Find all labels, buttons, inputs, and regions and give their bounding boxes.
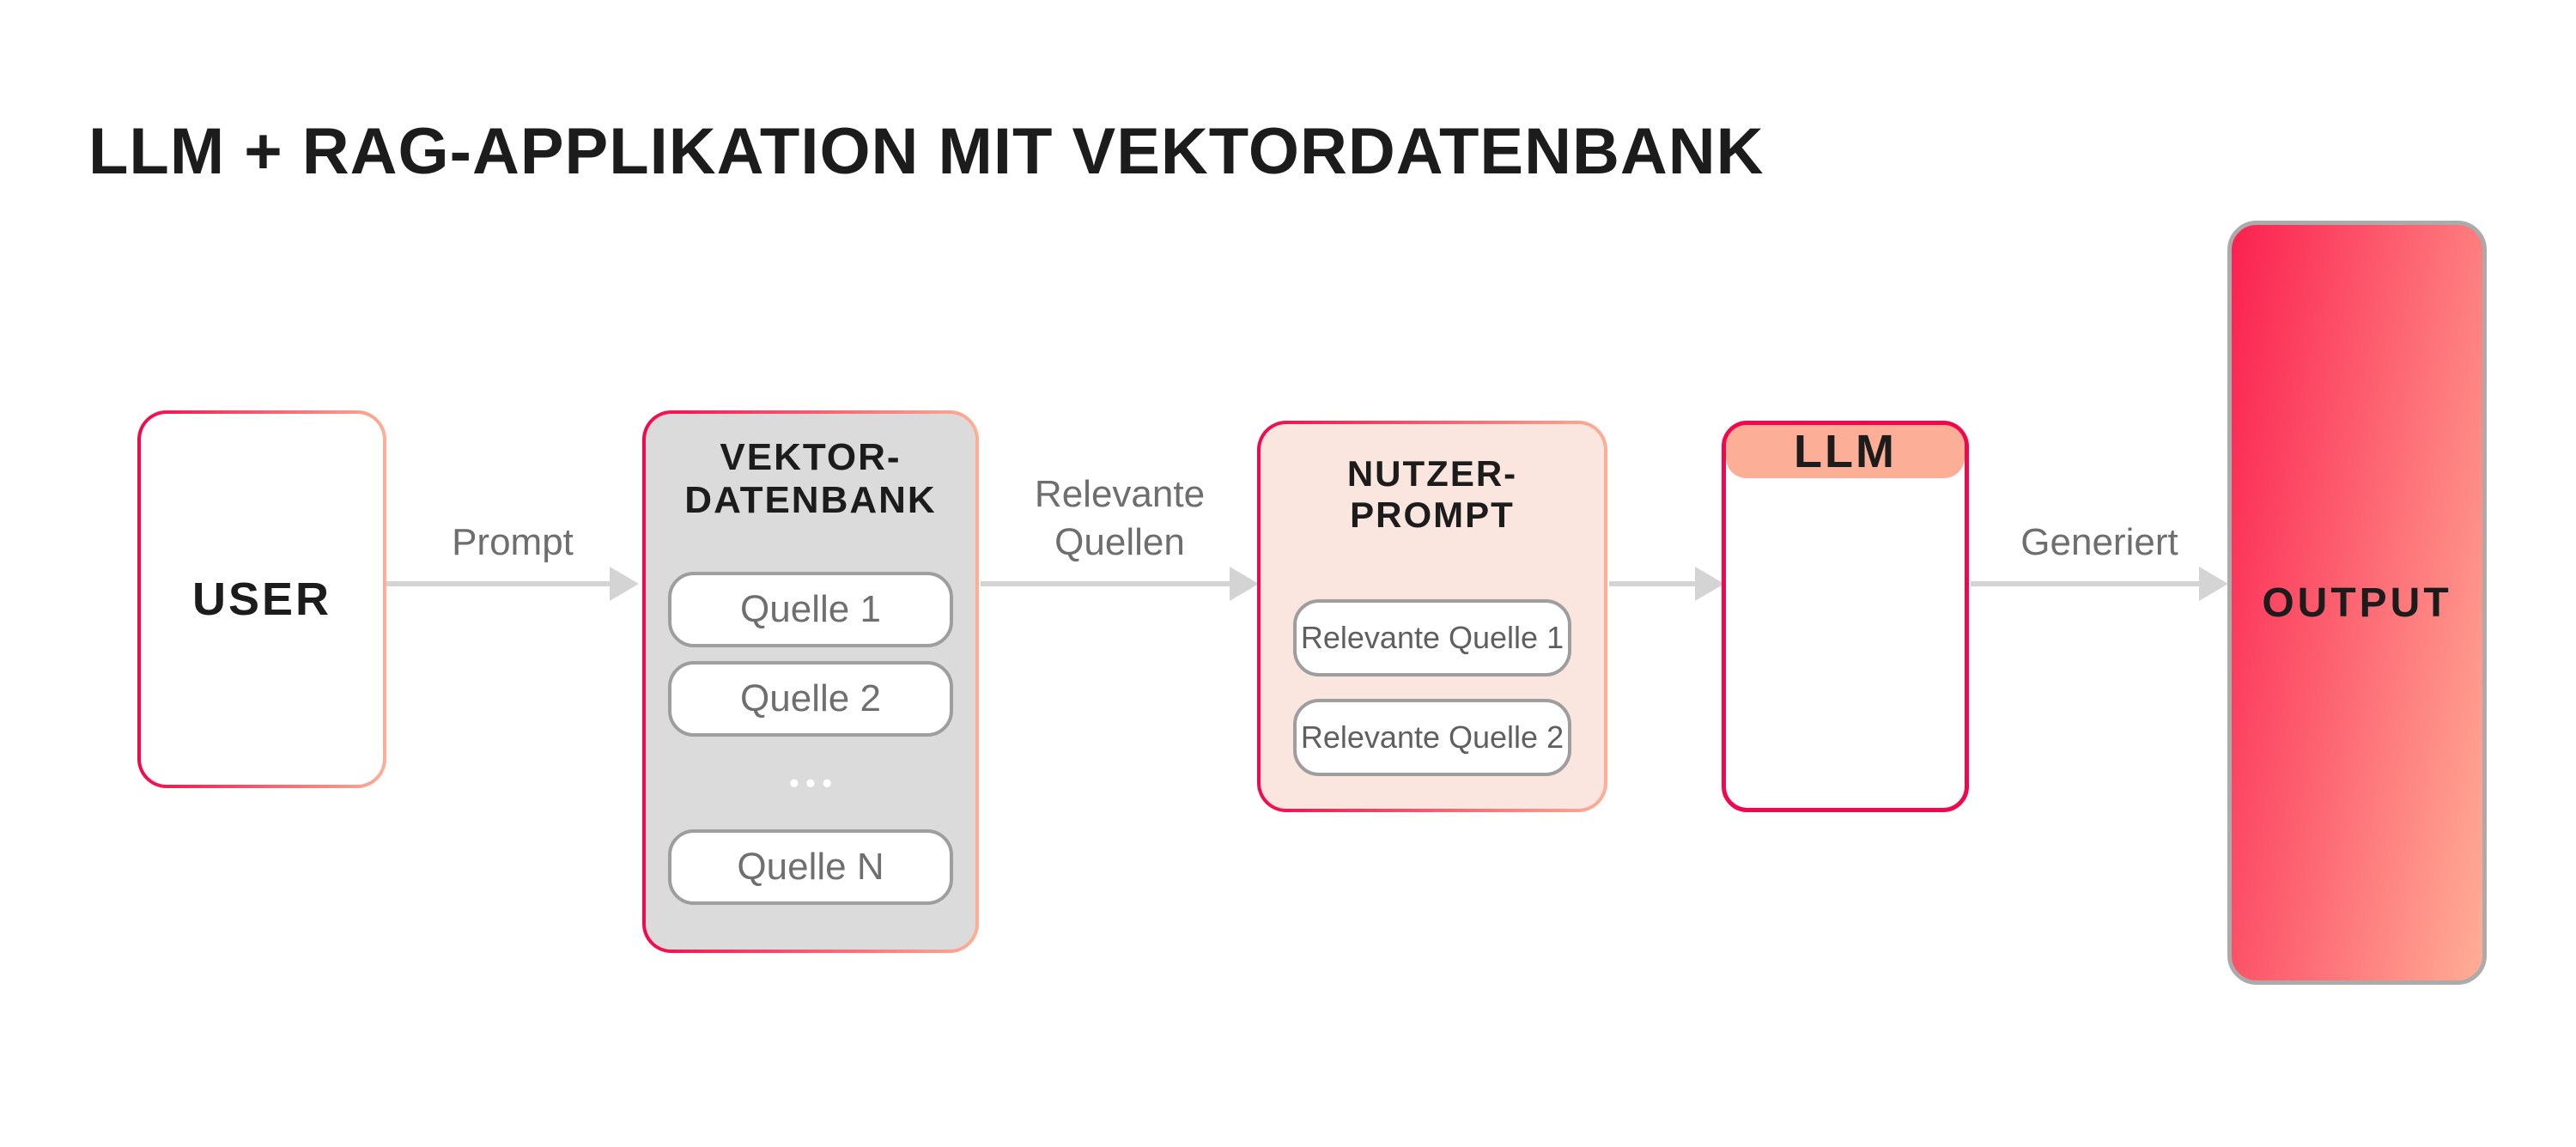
node-nutzerprompt-body: NUTZER- PROMPT Relevante Quelle 1 Releva… bbox=[1261, 424, 1604, 809]
arrow-nutzerprompt-to-llm bbox=[1609, 581, 1695, 586]
node-vektordatenbank-body: VEKTOR- DATENBANK Quelle 1 Quelle 2 ••• … bbox=[646, 414, 975, 950]
arrow-llm-to-output bbox=[1971, 581, 2199, 586]
arrowhead-llm-to-output-icon bbox=[2199, 567, 2228, 601]
node-llm: LLM bbox=[1722, 421, 1969, 812]
arrowhead-nutzerprompt-to-llm-icon bbox=[1695, 567, 1724, 601]
node-output-label: OUTPUT bbox=[2262, 580, 2452, 626]
source-pill-relevante-quelle-1: Relevante Quelle 1 bbox=[1293, 598, 1571, 677]
arrow-vektor-to-nutzerprompt bbox=[981, 581, 1230, 586]
node-user: USER bbox=[137, 410, 386, 788]
node-user-label: USER bbox=[191, 574, 332, 625]
arrowhead-user-to-vektor-icon bbox=[610, 567, 639, 601]
arrow-label-prompt: Prompt bbox=[452, 521, 574, 563]
arrow-label-generiert: Generiert bbox=[2020, 521, 2178, 563]
arrowhead-vektor-to-nutzerprompt-icon bbox=[1230, 567, 1259, 601]
source-pill-relevante-quelle-2: Relevante Quelle 2 bbox=[1293, 698, 1571, 776]
node-nutzerprompt-title-line2: PROMPT bbox=[1350, 494, 1515, 535]
nutzerprompt-source-list: Relevante Quelle 1 Relevante Quelle 2 bbox=[1261, 598, 1604, 776]
node-nutzerprompt-title: NUTZER- PROMPT bbox=[1347, 453, 1517, 536]
source-pill-quelle-1: Quelle 1 bbox=[668, 572, 953, 648]
node-vektordatenbank-title: VEKTOR- DATENBANK bbox=[684, 436, 936, 522]
node-nutzerprompt-title-line1: NUTZER- bbox=[1346, 453, 1518, 494]
node-output: OUTPUT bbox=[2227, 221, 2487, 985]
ellipsis-dots: ••• bbox=[789, 767, 839, 798]
node-vektordatenbank: VEKTOR- DATENBANK Quelle 1 Quelle 2 ••• … bbox=[642, 410, 979, 953]
vektor-source-list: Quelle 1 Quelle 2 ••• Quelle N bbox=[646, 572, 975, 906]
arrow-user-to-vektor bbox=[386, 581, 610, 586]
node-llm-label: LLM bbox=[1794, 426, 1897, 477]
arrow-label-relevante-quellen: Relevante Quellen bbox=[1034, 473, 1206, 564]
source-pill-quelle-2: Quelle 2 bbox=[668, 661, 953, 737]
node-vektordatenbank-title-line2: DATENBANK bbox=[684, 479, 937, 522]
node-user-body: USER bbox=[141, 414, 383, 785]
node-llm-body: LLM bbox=[1726, 425, 1965, 478]
page-title: LLM + RAG-APPLIKATION MIT VEKTORDATENBAN… bbox=[88, 115, 1765, 188]
node-vektordatenbank-title-line1: VEKTOR- bbox=[720, 436, 902, 478]
source-pill-quelle-n: Quelle N bbox=[668, 829, 953, 906]
node-nutzerprompt: NUTZER- PROMPT Relevante Quelle 1 Releva… bbox=[1257, 421, 1607, 812]
